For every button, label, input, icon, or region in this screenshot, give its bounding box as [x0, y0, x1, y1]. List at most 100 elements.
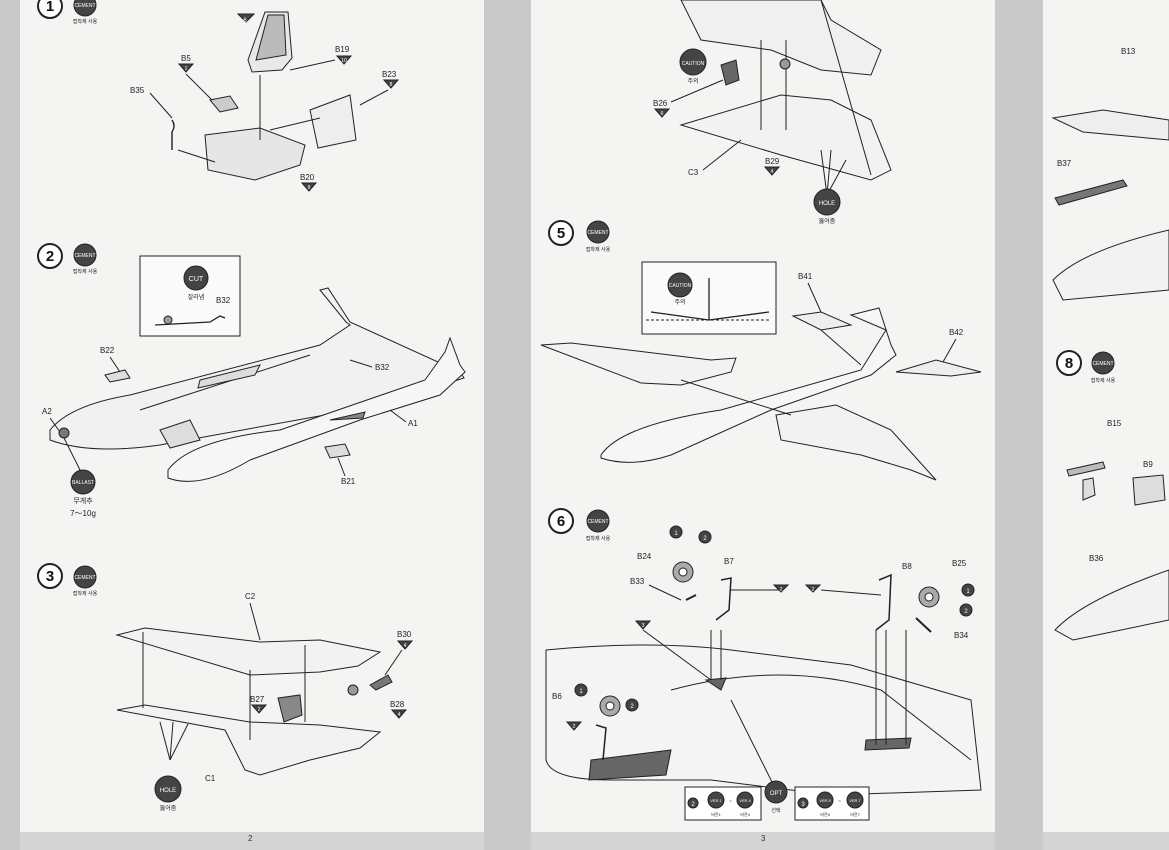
part-B22 [104, 369, 131, 383]
part-B28 [347, 684, 359, 696]
part-marker-icon [653, 108, 671, 118]
label-B42: B42 [949, 328, 964, 337]
leader-line [642, 629, 712, 681]
version-marker: 2 [703, 536, 707, 542]
leader-line [670, 79, 724, 103]
step-1-circle [37, 0, 63, 19]
cut-point [163, 315, 173, 325]
page-3-drawing: CAUTION 주의 B26 6 C3 B29 4 HOLE 뚫어줌 5 CEM… [540, 0, 982, 821]
wing-left [540, 342, 737, 386]
ballast-caption: 무게추 [73, 496, 93, 505]
leader-line [185, 73, 213, 101]
label-B35: B35 [130, 86, 145, 95]
leader-line [384, 649, 403, 676]
leader-line [49, 417, 61, 433]
hub [605, 701, 615, 711]
pylon-part [1132, 474, 1166, 506]
arrow-glyph: ~ [838, 799, 841, 805]
part-count: 10 [341, 58, 347, 64]
ver1-label: VER.1 [710, 798, 722, 803]
step-2: 2 CEMENT 접착제 사용 CUT 잘라냄 B32 B22 A2 B32 A… [37, 243, 466, 518]
strut-B7 [715, 577, 732, 621]
part-B26 [720, 59, 740, 86]
label-B24: B24 [637, 552, 652, 561]
hole-icon [813, 188, 841, 216]
hub [678, 567, 688, 577]
assembly-line [269, 117, 321, 131]
part-count: 4 [398, 712, 401, 718]
label-B25: B25 [952, 559, 967, 568]
leader-line [337, 457, 346, 477]
fuselage-panel [197, 364, 261, 389]
cement-caption: 접착제 사용 [586, 246, 611, 253]
version-marker: 2 [630, 704, 634, 710]
label-B22: B22 [100, 346, 115, 355]
part-B15 [1066, 461, 1106, 477]
label-C1: C1 [205, 774, 216, 783]
label-B9: B9 [1143, 460, 1153, 469]
step-4-continued: CAUTION 주의 B26 6 C3 B29 4 HOLE 뚫어줌 [653, 0, 892, 225]
label-B28: B28 [390, 700, 405, 709]
label-B29: B29 [765, 157, 780, 166]
leader-line [702, 139, 742, 171]
cement-label: CEMENT [1092, 361, 1113, 367]
wing-lower-C1 [116, 704, 382, 776]
version-marker: 2 [964, 609, 968, 615]
label-B7: B7 [724, 557, 734, 566]
wing-lower-C3 [679, 94, 892, 181]
ver5-label: VER.5 [819, 798, 831, 803]
opt-caption: 선택 [771, 807, 781, 814]
wing-right [775, 404, 937, 481]
assembly-line [820, 0, 872, 176]
label-B37: B37 [1057, 159, 1072, 168]
cement-icon [73, 0, 97, 17]
leader-line [289, 59, 336, 71]
cement-label: CEMENT [587, 519, 608, 525]
step-3: 3 CEMENT 접착제 사용 C2 B30 4 B27 2 B28 4 HOL… [37, 563, 414, 812]
option-marker-icon [772, 584, 790, 593]
version-marker: 1 [579, 689, 583, 695]
opt-icon [764, 780, 788, 804]
part-count: 2 [258, 707, 261, 713]
fuselage-right-half [167, 336, 466, 482]
pylon-part [1082, 477, 1096, 501]
hub [924, 592, 934, 602]
strut-B8 [875, 573, 892, 631]
page-4-drawing: B13 B37 8 CEMENT 접착제 사용 B15 B9 B36 [1051, 47, 1169, 641]
leader-line [349, 359, 373, 368]
caution-icon [679, 48, 707, 76]
ballast-icon [70, 469, 96, 495]
leader-line [149, 92, 173, 119]
nacelle-line [670, 674, 972, 761]
version-marker-icon [669, 525, 683, 539]
leader-line [63, 437, 81, 471]
ver4-icon [736, 791, 754, 809]
tailplane-B41 [791, 311, 853, 331]
assembly-line [177, 149, 216, 163]
hole-label: HOLE [160, 788, 176, 794]
panel-B5-part [209, 95, 239, 113]
page-2-drawing: 1 CEMENT 접착제 사용 6 B19 10 B5 1 B23 8 B35 … [37, 0, 466, 812]
seat-cushion [255, 14, 287, 61]
ver7-icon [846, 791, 864, 809]
hole-caption: 뚫어줌 [819, 217, 836, 225]
part-count: 4 [771, 169, 774, 175]
version-marker: 1 [966, 589, 970, 595]
version-box-number: 3 [801, 802, 805, 808]
cement-caption: 접착제 사용 [586, 535, 611, 542]
label-B26: B26 [653, 99, 668, 108]
option-marker-icon [565, 721, 583, 731]
ver7-label: VER.7 [849, 798, 861, 803]
cement-icon [586, 509, 610, 533]
opt-label: OPT [770, 791, 783, 797]
cut-icon [183, 265, 209, 291]
part-count: 6 [243, 18, 247, 24]
hole-line [159, 721, 171, 761]
page-number-left: 2 [248, 834, 253, 843]
fuselage-section [1052, 229, 1169, 301]
ver5-caption: 버전5 [820, 811, 830, 817]
part-marker-icon [236, 13, 256, 23]
wing-upper [680, 0, 882, 76]
label-B33: B33 [630, 577, 645, 586]
hole-caption: 뚫어줌 [160, 804, 177, 812]
